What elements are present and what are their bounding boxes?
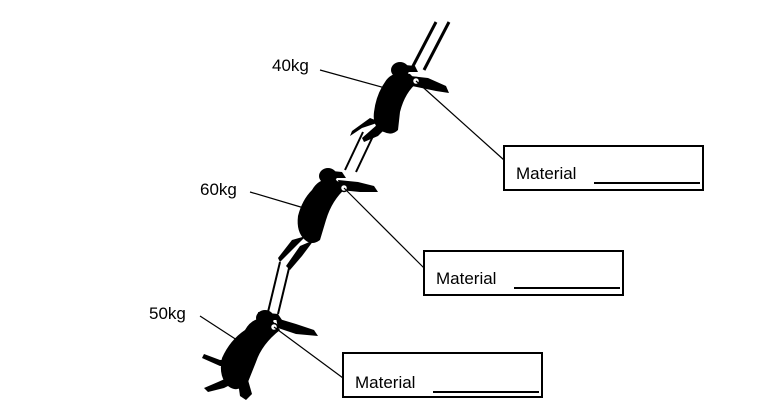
- rope-segment-upper: [344, 131, 375, 173]
- mass-leader-lines: [199, 69, 386, 343]
- material-box-top: Material: [503, 145, 704, 191]
- material-answer-blank-top[interactable]: [594, 182, 700, 184]
- rope-segment-lower: [267, 261, 291, 315]
- climber-bottom-silhouette: [202, 310, 318, 400]
- mass-label-bottom: 50kg: [149, 304, 186, 323]
- material-answer-blank-middle[interactable]: [514, 287, 620, 289]
- mass-label-middle: 60kg: [200, 180, 237, 199]
- material-box-bottom: Material: [342, 352, 543, 398]
- material-label-middle: Material: [436, 269, 497, 288]
- top-rope: [410, 21, 451, 71]
- material-leader-lines: [273, 80, 505, 379]
- material-answer-blank-bottom[interactable]: [433, 391, 539, 393]
- material-label-bottom: Material: [355, 373, 416, 392]
- material-box-middle: Material: [423, 250, 624, 296]
- mass-label-top: 40kg: [272, 56, 309, 75]
- climber-top-silhouette: [350, 62, 449, 142]
- climber-middle-silhouette: [278, 168, 378, 270]
- material-label-top: Material: [516, 164, 577, 183]
